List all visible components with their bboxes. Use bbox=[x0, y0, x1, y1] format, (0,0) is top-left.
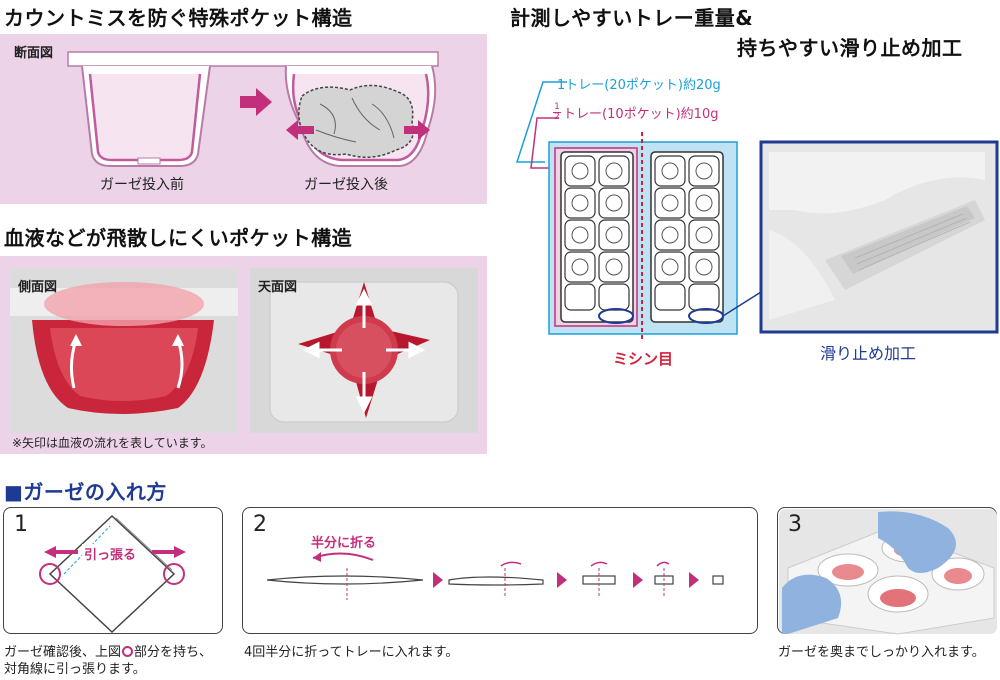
step2-box: 2 半分に折る bbox=[242, 507, 758, 634]
howto-title: ■ガーゼの入れ方 bbox=[4, 480, 167, 504]
nonslip-label: 滑り止め加工 bbox=[820, 344, 917, 363]
section1-title: カウントミスを防ぐ特殊ポケット構造 bbox=[4, 6, 353, 30]
arrow-out-left-icon bbox=[286, 120, 314, 140]
step2-action: 半分に折る bbox=[311, 536, 377, 551]
step1-action: 引っ張る bbox=[82, 544, 139, 563]
section3-title-line1: 計測しやすいトレー重量& bbox=[510, 6, 754, 30]
before-caption: ガーゼ投入前 bbox=[100, 177, 184, 193]
gloved-hand-icon bbox=[782, 574, 842, 634]
full-tray-weight: 1トレー(20ポケット)約20g bbox=[557, 78, 721, 93]
step3-number: 3 bbox=[788, 512, 802, 537]
step1-desc-b: 部分を持ち、 bbox=[134, 645, 213, 660]
half-fraction-denominator: 2 bbox=[554, 112, 560, 122]
arrow-right-icon bbox=[240, 88, 272, 116]
step1-desc-a: ガーゼ確認後、上図 bbox=[4, 645, 122, 660]
fraction-bar bbox=[553, 112, 561, 113]
cross-section-label: 断面図 bbox=[14, 46, 54, 61]
gloved-hand-icon bbox=[878, 511, 956, 573]
circle-mark-icon bbox=[122, 646, 134, 657]
pull-left-arrow-icon bbox=[44, 546, 78, 558]
step1-number: 1 bbox=[14, 512, 28, 537]
flow-note: ※矢印は血液の流れを表しています。 bbox=[12, 436, 213, 450]
top-view-label: 天面図 bbox=[258, 280, 298, 295]
side-view-photo: 側面図 bbox=[10, 268, 238, 433]
step2-diagram bbox=[266, 552, 724, 600]
cross-section-diagram bbox=[67, 51, 439, 167]
flow-panel: 側面図 天面図 ※矢印は血液の流れを表しています。 bbox=[0, 256, 487, 454]
pull-right-arrow-icon bbox=[152, 546, 186, 558]
perforation-label: ミシン目 bbox=[613, 350, 674, 368]
arrow-out-right-icon bbox=[404, 120, 430, 140]
after-caption: ガーゼ投入後 bbox=[304, 177, 388, 193]
step1-box: 1 引っ張る bbox=[3, 507, 223, 634]
half-fraction-numerator: 1 bbox=[554, 102, 560, 112]
step3-description: ガーゼを奥までしっかり入れます。 bbox=[778, 645, 985, 660]
top-view-photo: 天面図 bbox=[250, 268, 478, 433]
half-fraction: 1 2 bbox=[553, 103, 561, 122]
cross-section-panel: 断面図 ガーゼ投入前 ガーゼ投入後 bbox=[0, 34, 487, 204]
step1-description: ガーゼ確認後、上図部分を持ち、 対角線に引っ張ります。 bbox=[4, 644, 212, 678]
section2-title: 血液などが飛散しにくいポケット構造 bbox=[4, 226, 353, 250]
step2-number: 2 bbox=[253, 512, 267, 537]
tray-diagram bbox=[515, 81, 999, 340]
section3-title-line2: 持ちやすい滑り止め加工 bbox=[737, 36, 963, 60]
step1-diagram bbox=[39, 514, 186, 634]
half-tray-text: トレー(10ポケット)約10g bbox=[563, 107, 719, 122]
step3-box: 3 bbox=[777, 507, 997, 635]
step3-photo bbox=[779, 509, 997, 635]
half-tray-weight: 1 2 トレー(10ポケット)約10g bbox=[553, 103, 718, 122]
step1-desc-line2: 対角線に引っ張ります。 bbox=[4, 662, 146, 677]
step2-description: 4回半分に折ってトレーに入れます。 bbox=[244, 645, 459, 660]
side-view-label: 側面図 bbox=[18, 280, 58, 295]
